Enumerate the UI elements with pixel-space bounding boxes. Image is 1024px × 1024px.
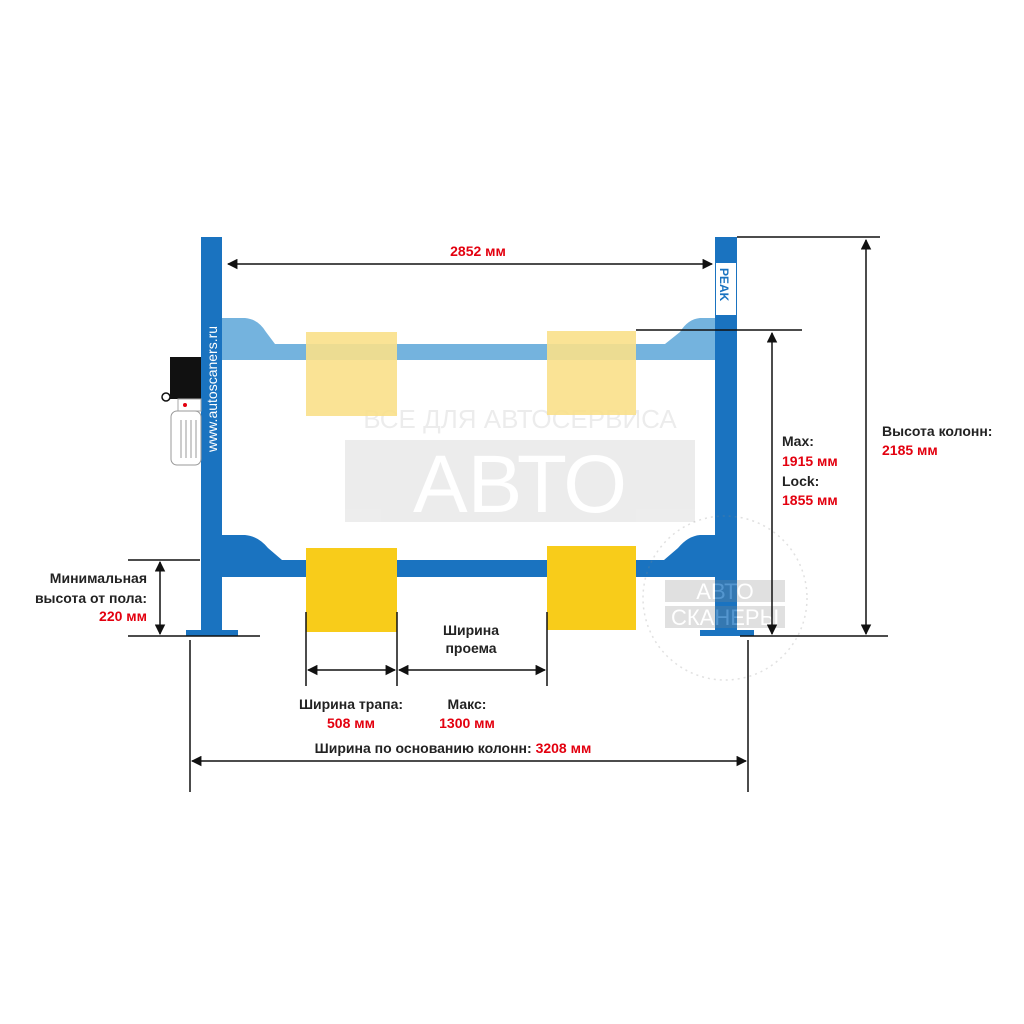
url-text: www.autoscaners.ru [204, 326, 220, 453]
ramp-width-label: Ширина трапа: [299, 696, 403, 712]
base-width-text: Ширина по основанию колонн: 3208 мм [315, 740, 592, 756]
left-column: www.autoscaners.ru [186, 237, 238, 636]
lower-pad-left [306, 548, 397, 632]
watermark-big-text: АВТО [413, 439, 627, 530]
stamp-text-2: СКАНЕРЫ [671, 605, 779, 630]
column-height-value: 2185 мм [882, 442, 938, 458]
opening-max-label: Макс: [448, 696, 487, 712]
base-width-label: Ширина по основанию колонн: [315, 740, 536, 756]
stamp-text-1: АВТО [696, 579, 753, 604]
opening-label-1: Ширина [443, 622, 499, 638]
upper-runway [222, 318, 715, 360]
upper-pad-left [306, 332, 397, 416]
watermark: ВСЕ ДЛЯ АВТОСЕРВИСА АВТО [345, 404, 695, 530]
min-height-value: 220 мм [99, 608, 147, 624]
lower-pad-right [547, 546, 636, 630]
min-height-label-2: высота от пола: [35, 590, 147, 606]
base-width-value: 3208 мм [536, 740, 592, 756]
ramp-width-value: 508 мм [327, 715, 375, 731]
right-column: PEAK [700, 237, 754, 636]
column-height-label: Высота колонн: [882, 423, 992, 439]
peak-logo: PEAK [717, 268, 731, 302]
min-height-label-1: Минимальная [50, 570, 147, 586]
lock-label: Lock: [782, 473, 819, 489]
upper-pad-right [547, 331, 636, 415]
inner-width-value: 2852 мм [450, 243, 506, 259]
max-label: Max: [782, 433, 814, 449]
stamp-watermark: АВТО СКАНЕРЫ [642, 515, 808, 681]
opening-max-value: 1300 мм [439, 715, 495, 731]
opening-label-2: проема [445, 640, 496, 656]
dimension-lines [128, 236, 888, 792]
pump-motor-icon [161, 357, 202, 466]
max-value: 1915 мм [782, 453, 838, 469]
lock-value: 1855 мм [782, 492, 838, 508]
lower-runway [222, 535, 715, 577]
